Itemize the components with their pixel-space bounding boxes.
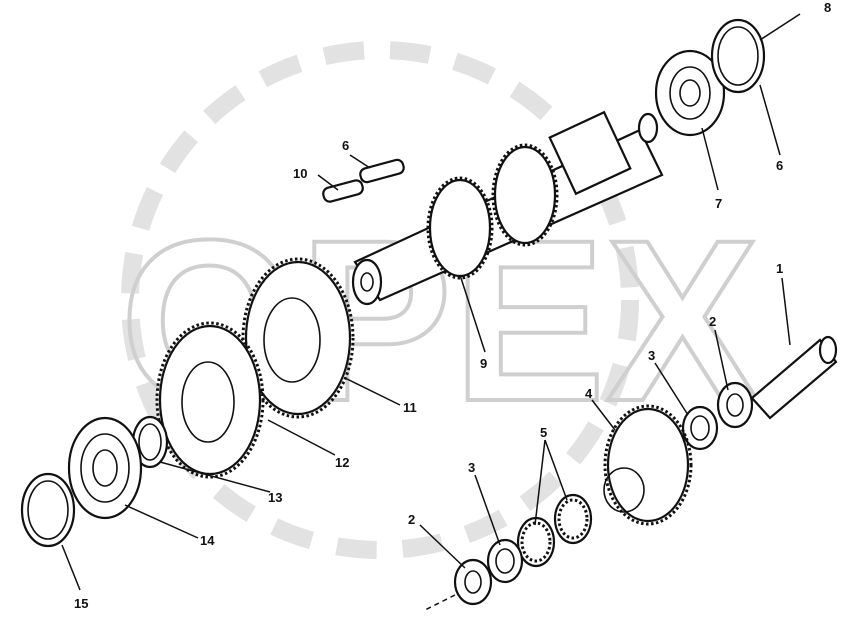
- gear-stack: [155, 257, 355, 479]
- key-lower: [322, 179, 364, 203]
- callout-2-lower: 2: [408, 512, 415, 527]
- callout-labels: 1 2 2 3 3 4 5 6 6 7 8 9 10 11 12 13 14 1…: [74, 0, 831, 611]
- callout-2-upper: 2: [709, 314, 716, 329]
- callout-5: 5: [540, 425, 547, 440]
- countershaft-parts: [424, 335, 838, 611]
- bearing-2-lower: [453, 558, 493, 606]
- callout-15: 15: [74, 596, 88, 611]
- shaft-spline: [548, 110, 632, 196]
- callout-6-keys: 6: [342, 138, 349, 153]
- main-shaft-assembly: [351, 110, 664, 306]
- pin-1-end: [818, 335, 838, 365]
- callout-9: 9: [480, 356, 487, 371]
- callout-14: 14: [200, 533, 215, 548]
- gear-11: [244, 260, 352, 416]
- shaft-tip: [637, 112, 659, 144]
- circlip-6: [710, 18, 766, 94]
- callout-13: 13: [268, 490, 282, 505]
- gear-4: [606, 407, 690, 523]
- callout-11: 11: [403, 400, 417, 415]
- upper-bearing-group: [654, 13, 801, 137]
- callout-10: 10: [293, 166, 307, 181]
- shaft-gear-large: [493, 145, 557, 245]
- bearing-7: [654, 49, 726, 137]
- washer-3-upper: [681, 405, 719, 451]
- shaft-gear-small: [428, 178, 492, 278]
- leader-lines: [61, 84, 791, 591]
- callout-1: 1: [776, 261, 783, 276]
- key-upper: [359, 158, 405, 184]
- callout-6-right: 6: [776, 158, 783, 173]
- keys-10: [322, 158, 405, 203]
- lower-left-parts: [20, 415, 169, 548]
- shaft-end: [351, 258, 383, 306]
- washer-3-lower: [486, 538, 524, 584]
- bearing-2-upper: [716, 381, 754, 429]
- bearing-14: [67, 416, 143, 520]
- pin-1: [750, 338, 838, 420]
- callout-3-lower: 3: [468, 460, 475, 475]
- circlip-15: [20, 472, 76, 548]
- callout-7: 7: [715, 196, 722, 211]
- needle-bearing-5-upper: [553, 493, 593, 545]
- callout-8: 8: [824, 0, 831, 15]
- callout-12: 12: [335, 455, 349, 470]
- callout-3-upper: 3: [648, 348, 655, 363]
- callout-4: 4: [585, 386, 593, 401]
- gear-12: [158, 324, 262, 476]
